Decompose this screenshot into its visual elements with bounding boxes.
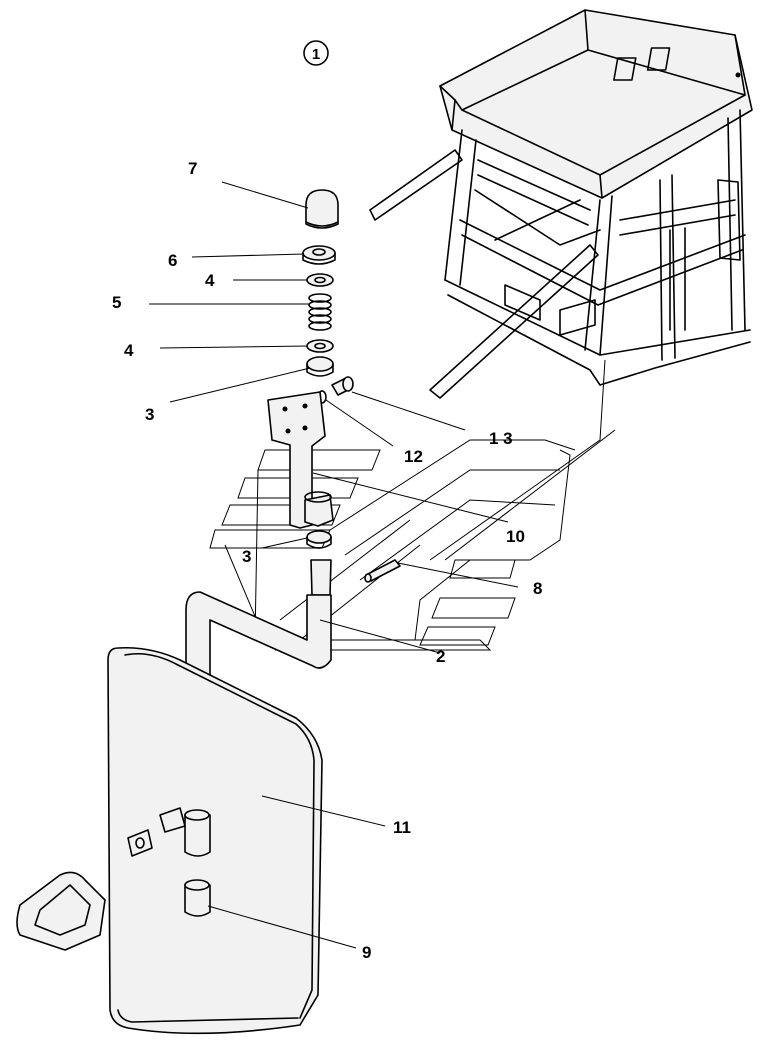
callout-6: 6 [168, 251, 177, 270]
part-cap [305, 189, 339, 229]
callout-4-upper: 4 [205, 271, 215, 290]
callout-3-upper: 3 [145, 405, 154, 424]
part-washer-lower [306, 339, 334, 353]
part-mirror [107, 646, 323, 1035]
callout-5: 5 [112, 293, 121, 312]
part-spring [308, 293, 332, 331]
part-clamp [127, 807, 211, 917]
part-washer-upper [306, 273, 334, 287]
callout-7: 7 [188, 159, 197, 178]
part-bushing-upper [306, 356, 334, 377]
part-bolt [331, 376, 354, 396]
part-bushing-lower [306, 530, 332, 549]
leader-lines [149, 181, 519, 949]
callout-4-lower: 4 [124, 341, 134, 360]
part-nut [302, 245, 336, 265]
part-pin [364, 559, 401, 583]
view-marker-number: 1 [312, 46, 320, 63]
callout-2: 2 [436, 647, 445, 666]
callout-12: 12 [404, 447, 423, 466]
view-marker: 1 [303, 40, 329, 66]
cab-drawing [369, 9, 753, 399]
callout-8: 8 [533, 579, 542, 598]
callout-13: 1 3 [489, 429, 513, 448]
part-bracket [267, 391, 334, 529]
callout-9: 9 [362, 943, 371, 962]
callout-10: 10 [506, 527, 525, 546]
callout-11: 11 [393, 818, 411, 837]
part-clip [16, 871, 106, 951]
callout-3-lower: 3 [242, 547, 251, 566]
callout-labels: 7 6 4 5 4 3 1 3 12 10 3 8 2 11 9 [112, 159, 542, 962]
